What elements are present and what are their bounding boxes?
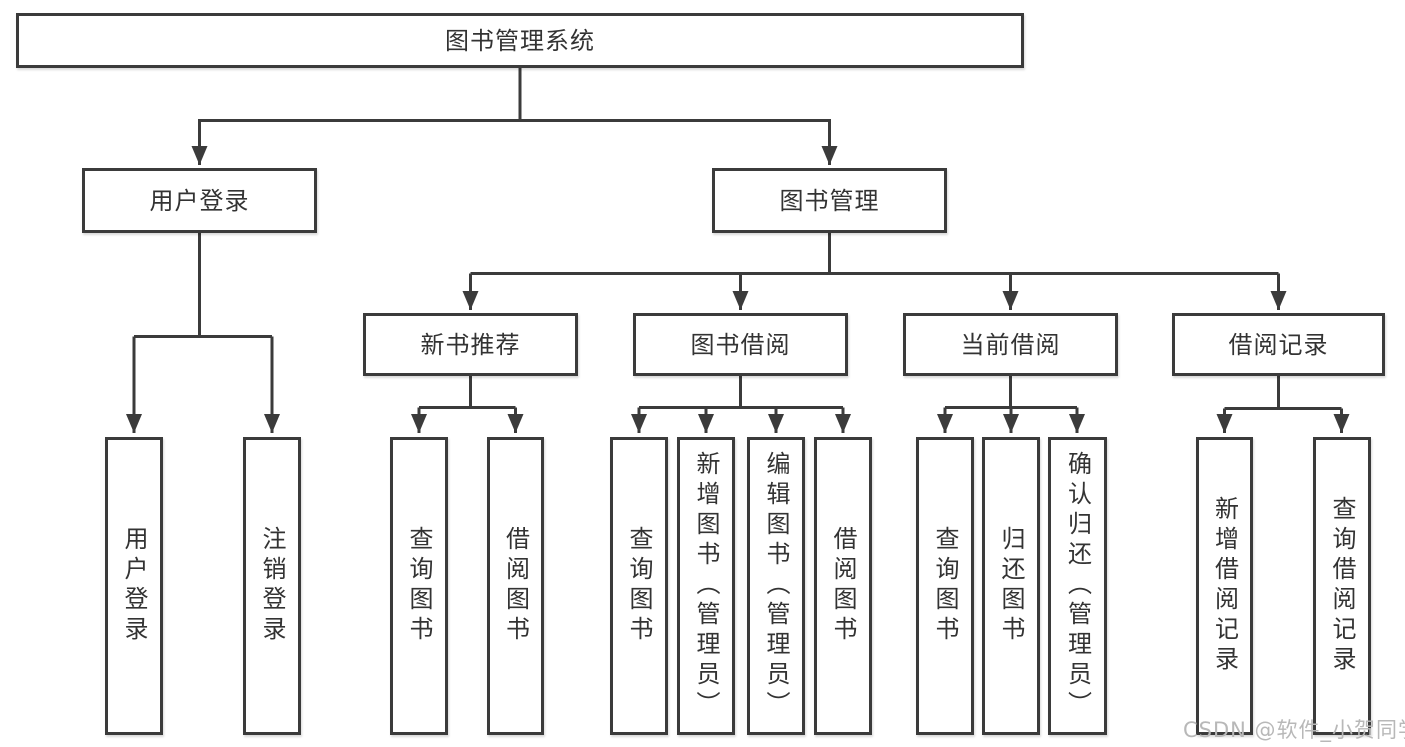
leaf-cb-return-book: 归还图书 [982, 437, 1040, 735]
node-book-borrow: 图书借阅 [633, 313, 848, 376]
leaf-nb-borrow-book: 借阅图书 [487, 437, 544, 735]
node-book-management: 图书管理 [712, 168, 947, 233]
leaf-cb-query-book: 查询图书 [916, 437, 974, 735]
leaf-nb-query-book: 查询图书 [390, 437, 448, 735]
leaf-cb-confirm-return-admin: 确认归还（管理员） [1048, 437, 1107, 735]
leaf-cb-confirm-return-admin-label: 确认归还（管理员） [1063, 451, 1092, 721]
leaf-br-add-record-label: 新增借阅记录 [1210, 496, 1239, 676]
node-root: 图书管理系统 [16, 13, 1024, 68]
leaf-logout: 注销登录 [243, 437, 301, 735]
leaf-nb-query-book-label: 查询图书 [405, 526, 433, 646]
leaf-bb-edit-book-admin: 编辑图书（管理员） [747, 437, 805, 735]
leaf-user-login: 用户登录 [105, 437, 163, 735]
node-new-book-recommend-label: 新书推荐 [420, 330, 521, 359]
leaf-bb-edit-book-admin-label: 编辑图书（管理员） [762, 451, 790, 721]
node-book-borrow-label: 图书借阅 [690, 330, 791, 359]
node-current-borrow-label: 当前借阅 [960, 330, 1061, 359]
leaf-nb-borrow-book-label: 借阅图书 [501, 526, 530, 646]
csdn-watermark: CSDN @软件_小贺同学 [1183, 718, 1405, 742]
leaf-bb-borrow-book: 借阅图书 [814, 437, 872, 735]
node-current-borrow: 当前借阅 [903, 313, 1118, 376]
leaf-bb-add-book-admin: 新增图书（管理员） [677, 437, 735, 735]
leaf-br-add-record: 新增借阅记录 [1196, 437, 1253, 735]
leaf-cb-query-book-label: 查询图书 [931, 526, 959, 646]
leaf-bb-query-book: 查询图书 [610, 437, 668, 735]
node-user-login: 用户登录 [82, 168, 317, 233]
node-borrow-record-label: 借阅记录 [1228, 330, 1329, 359]
leaf-br-query-record-label: 查询借阅记录 [1328, 496, 1356, 676]
leaf-bb-borrow-book-label: 借阅图书 [829, 526, 857, 646]
leaf-br-query-record: 查询借阅记录 [1313, 437, 1371, 735]
node-user-login-label: 用户登录 [149, 186, 250, 215]
node-new-book-recommend: 新书推荐 [363, 313, 578, 376]
node-borrow-record: 借阅记录 [1172, 313, 1385, 376]
leaf-user-login-label: 用户登录 [120, 526, 148, 646]
node-root-label: 图书管理系统 [445, 26, 595, 55]
leaf-cb-return-book-label: 归还图书 [997, 526, 1025, 646]
leaf-bb-query-book-label: 查询图书 [625, 526, 653, 646]
node-book-management-label: 图书管理 [779, 186, 880, 215]
leaf-logout-label: 注销登录 [258, 526, 286, 646]
leaf-bb-add-book-admin-label: 新增图书（管理员） [692, 451, 720, 721]
